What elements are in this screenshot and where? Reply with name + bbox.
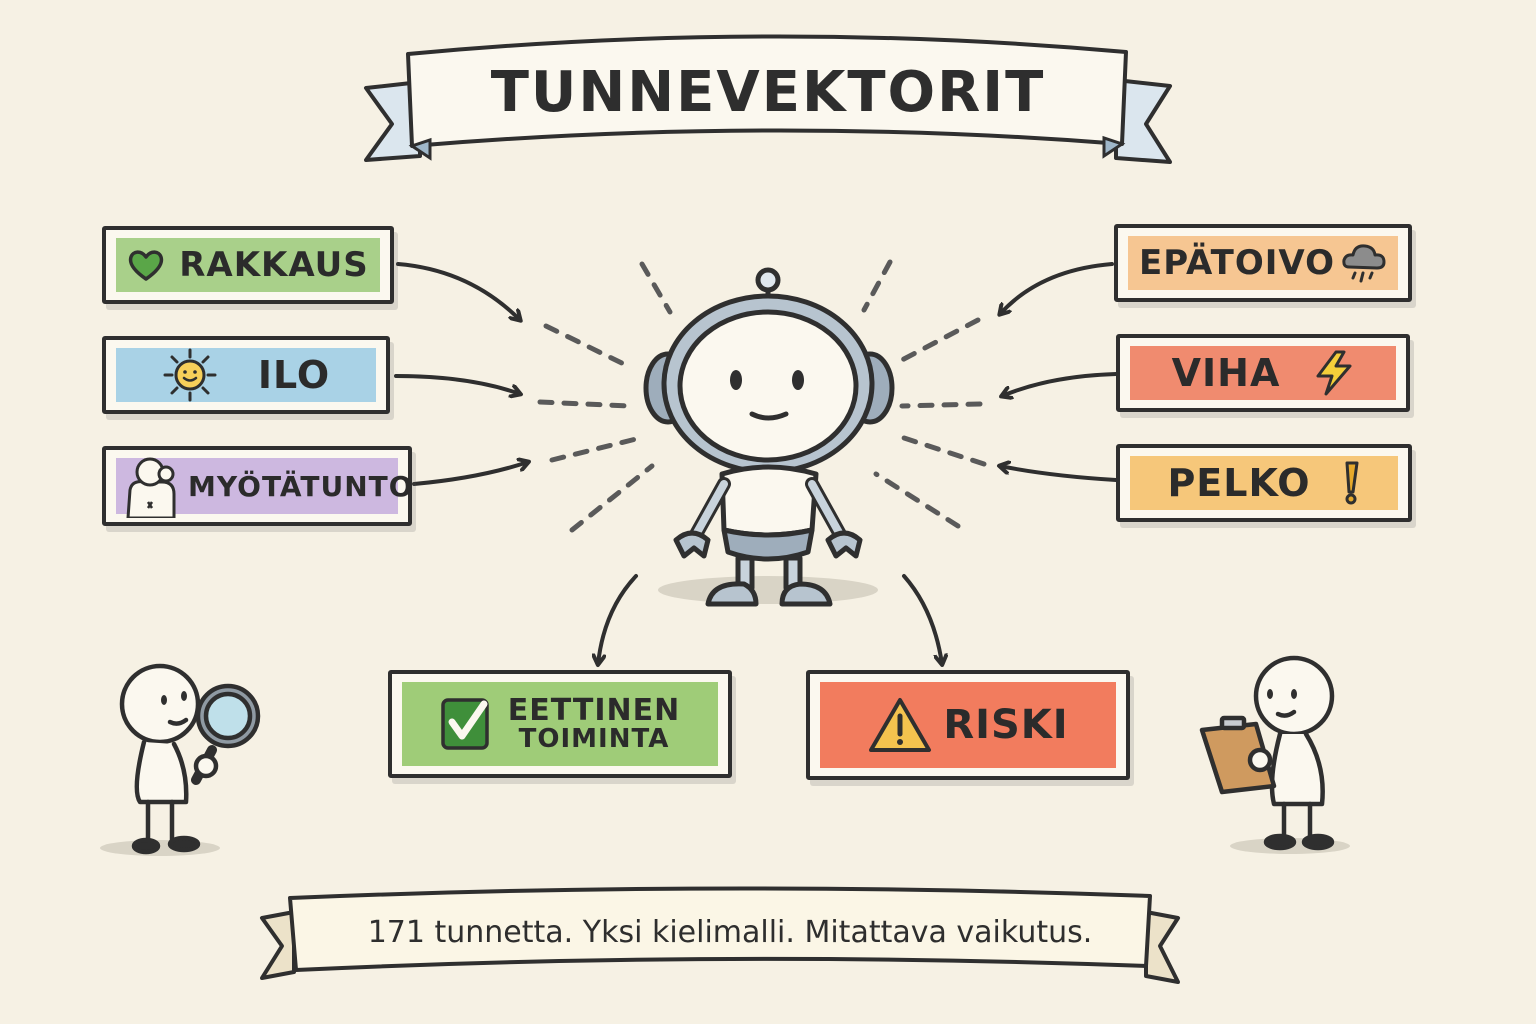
exclamation-icon (1341, 460, 1361, 506)
emotion-label: MYÖTÄTUNTO (188, 469, 414, 503)
page-title: TUNNEVEKTORIT (490, 59, 1046, 125)
lightning-bolt-icon (1314, 350, 1354, 396)
robot-figure (643, 267, 895, 607)
observer-clipboard-figure (1199, 655, 1350, 854)
hugging-figure-icon (122, 454, 182, 518)
emotion-box-epatoivo: EPÄTOIVO (1114, 224, 1412, 302)
emotion-box-myotatunto: MYÖTÄTUNTO (102, 446, 414, 526)
footer-tagline: 171 tunnetta. Yksi kielimalli. Mitattava… (367, 914, 1093, 950)
rain-cloud-icon (1341, 241, 1387, 285)
title-banner (364, 34, 1172, 164)
emotion-box-viha: VIHA (1116, 334, 1410, 412)
emotion-label: PELKO (1167, 461, 1311, 505)
down-arrows (598, 574, 942, 664)
warning-triangle-icon (867, 696, 933, 754)
emotion-label: ILO (257, 353, 331, 397)
left-arrows (394, 262, 528, 486)
heart-icon (127, 248, 165, 282)
emotion-box-pelko: PELKO (1116, 444, 1412, 522)
emotion-label: EPÄTOIVO (1138, 243, 1336, 283)
smiling-sun-icon (162, 347, 218, 403)
emotion-box-rakkaus: RAKKAUS (102, 226, 394, 304)
outcome-box-eettinen-toiminta: EETTINEN TOIMINTA (388, 670, 732, 778)
emotion-label: RAKKAUS (179, 245, 369, 285)
radiating-rays (537, 259, 987, 533)
observer-magnifier-figure (100, 663, 261, 856)
outcome-label: EETTINEN TOIMINTA (507, 693, 681, 754)
outcome-label: RISKI (943, 702, 1069, 748)
footer-banner (260, 886, 1180, 984)
emotion-label: VIHA (1171, 351, 1281, 395)
outcome-box-riski: RISKI (806, 670, 1130, 780)
emotion-box-ilo: ILO (102, 336, 390, 414)
checkbox-check-icon (440, 696, 492, 752)
right-arrows (1000, 262, 1118, 482)
